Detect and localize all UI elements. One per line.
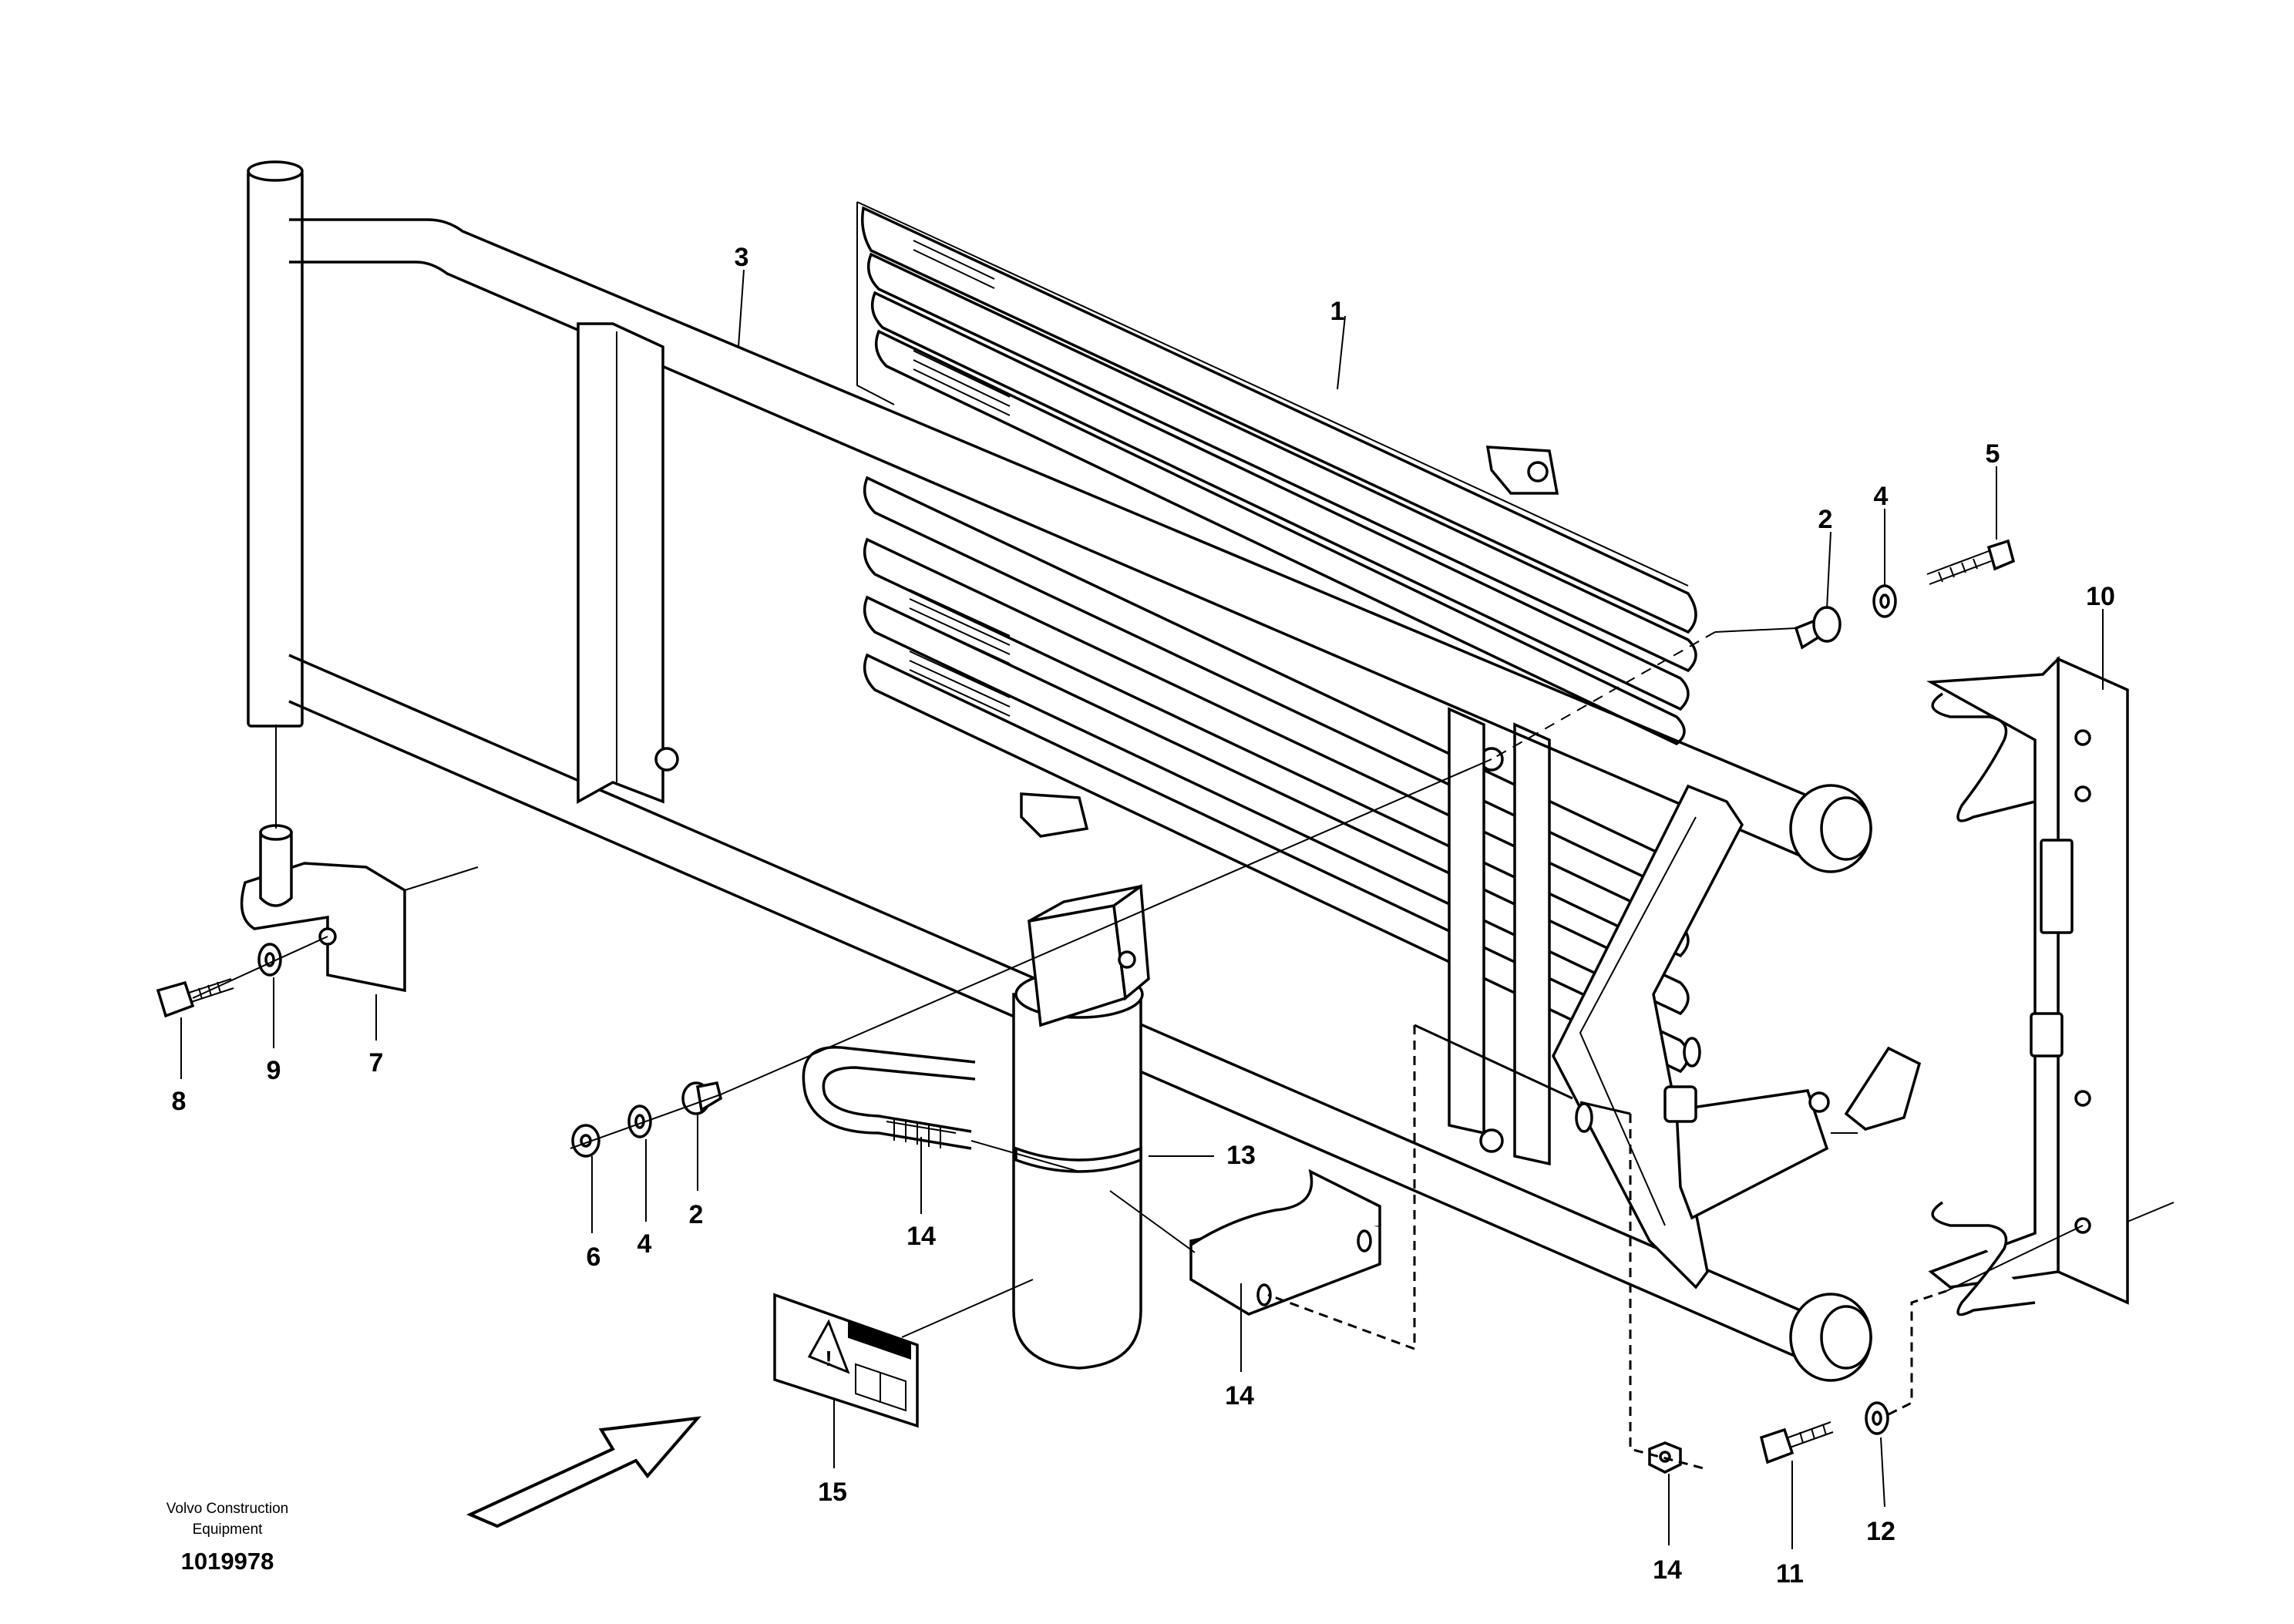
condenser-lower-coils <box>863 476 1690 1074</box>
u-bolt <box>802 1046 976 1150</box>
callout-11: 11 <box>1776 1559 1804 1589</box>
frame <box>247 160 1872 1382</box>
bolt <box>1926 539 2016 585</box>
frame-rail-cap <box>1789 784 1872 873</box>
callout-12: 12 <box>1866 1517 1895 1546</box>
brand-line-1: Volvo Construction <box>166 1501 288 1517</box>
nut <box>571 1124 600 1158</box>
callout-3: 3 <box>735 243 749 272</box>
hinge-bracket <box>240 824 406 993</box>
callout-6: 6 <box>587 1242 601 1272</box>
receiver-drier <box>1012 883 1150 1370</box>
callout-5: 5 <box>1986 439 2000 469</box>
spacer <box>1794 606 1842 650</box>
direction-arrow <box>466 1416 701 1528</box>
frame-post <box>247 170 304 728</box>
frame-strut <box>577 322 664 804</box>
callout-4: 4 <box>637 1229 652 1259</box>
condenser-mount-hole <box>1479 1128 1504 1153</box>
callout-10: 10 <box>2086 582 2115 611</box>
clamp-bracket <box>1189 1168 1381 1316</box>
condenser-upper-coils <box>856 201 1697 746</box>
mounting-plate <box>1926 655 2129 1316</box>
manual-book-icon <box>855 1363 906 1412</box>
document-number: 1019978 <box>181 1548 274 1575</box>
washer <box>1865 1401 1889 1435</box>
callout-8: 8 <box>172 1087 187 1116</box>
bolt <box>156 978 234 1018</box>
frame-rail-cap <box>1789 1293 1872 1382</box>
condenser-fitting-top <box>1485 446 1559 495</box>
brand-block: Volvo Construction Equipment 1019978 <box>166 1501 288 1575</box>
warning-decal: ! WARNING <box>773 1293 919 1428</box>
callout-1: 1 <box>1330 297 1345 326</box>
condenser-side-plate <box>1513 722 1551 1166</box>
callout-2: 2 <box>689 1200 704 1229</box>
callout-13: 13 <box>1226 1141 1256 1170</box>
callout-7: 7 <box>369 1048 384 1078</box>
callout-14: 14 <box>906 1222 936 1251</box>
assembly-lines <box>192 627 2175 1470</box>
callout-15: 15 <box>818 1478 847 1507</box>
callout-2: 2 <box>1818 505 1833 534</box>
frame-strut-hole <box>654 747 679 772</box>
callout-14: 14 <box>1225 1381 1254 1410</box>
callout-9: 9 <box>267 1056 281 1085</box>
warning-triangle-icon <box>807 1319 850 1374</box>
callout-leaders <box>180 269 2104 1549</box>
spacer <box>681 1081 723 1115</box>
callout-14: 14 <box>1653 1555 1682 1585</box>
latch <box>1663 1046 1922 1220</box>
condenser-fitting-bottom <box>1020 792 1089 838</box>
condenser-side-plate <box>1448 707 1485 1135</box>
brand-line-2: Equipment <box>193 1521 264 1538</box>
washer <box>1872 584 1897 618</box>
warning-banner <box>848 1320 911 1360</box>
callout-4: 4 <box>1874 482 1889 511</box>
frame-post-top <box>247 160 304 182</box>
washer <box>257 943 282 977</box>
exclamation-icon: ! <box>825 1347 832 1370</box>
bolt <box>1759 1421 1834 1464</box>
